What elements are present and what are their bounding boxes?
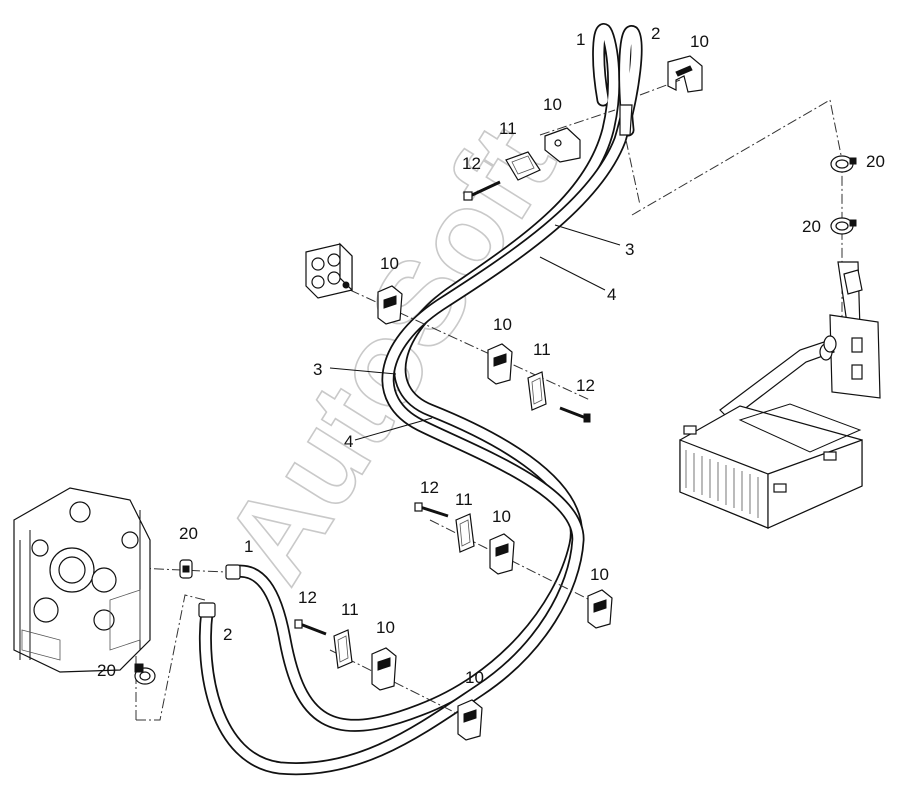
bolt-12-low: [414, 502, 449, 518]
bolt-12-bottom: [294, 619, 327, 636]
callout-pipe-3-left: 3: [313, 360, 322, 379]
callout-bracket-10-left: 10: [380, 254, 399, 273]
heater-unit: [679, 261, 881, 529]
callout-clamp-20-right-mid: 20: [802, 217, 821, 236]
hose-1-end: [225, 564, 241, 580]
bolt-12-upper: [463, 180, 501, 201]
callout-pad-11-low: 11: [455, 490, 473, 509]
callout-clamp-20-bottom: 20: [97, 661, 116, 680]
bracket-10-bottom: [371, 647, 397, 691]
callout-pipe-4-left: 4: [344, 432, 353, 451]
pad-11-bottom: [333, 629, 353, 669]
callout-pad-11-upper: 11: [499, 119, 517, 138]
callout-hose-1-top: 1: [576, 30, 585, 49]
bracket-10-low-right: [587, 589, 613, 629]
callout-clamp-20-right-top: 20: [866, 152, 885, 171]
hose-1: [225, 23, 621, 732]
clamp-20-engine: [179, 559, 193, 579]
bracket-10-top: [667, 55, 703, 93]
pad-11-upper: [505, 151, 541, 181]
callout-pad-11-mid: 11: [533, 340, 551, 359]
callout-bolt-12-upper: 12: [462, 154, 481, 173]
bracket-10-left: [377, 285, 403, 325]
callout-bracket-10-upper: 10: [543, 95, 562, 114]
callout-pipe-3-right: 3: [625, 240, 634, 259]
callouts: 1 2 10 10 11 12 20 20 3 4 10 10 11 12 3 …: [97, 24, 885, 687]
hose-2: [198, 25, 643, 776]
bracket-10-upper: [544, 127, 581, 163]
bracket-10-mid: [487, 343, 513, 385]
engine-block: [13, 487, 151, 673]
bolt-12-mid: [559, 406, 591, 423]
callout-bracket-10-bottom-right: 10: [465, 668, 484, 687]
bracket-10-bottom-right: [457, 699, 483, 741]
callout-hose-1-low: 1: [244, 537, 253, 556]
callout-bolt-12-mid: 12: [576, 376, 595, 395]
hose-top-sleeve: [619, 104, 633, 136]
callout-bracket-10-low: 10: [492, 507, 511, 526]
callout-bracket-10-mid: 10: [493, 315, 512, 334]
callout-hose-2-low: 2: [223, 625, 232, 644]
callout-pipe-4-right: 4: [607, 285, 616, 304]
bracket-10-low: [489, 533, 515, 575]
grommet-block: [305, 242, 353, 299]
callout-bracket-10-low-right: 10: [590, 565, 609, 584]
pad-11-mid: [527, 371, 547, 411]
leader-lines: [329, 224, 621, 441]
pad-11-low: [455, 513, 475, 553]
callout-bracket-10-top: 10: [690, 32, 709, 51]
hose-2-end: [198, 602, 216, 618]
clamp-20-right-top: [830, 155, 857, 173]
clamp-20-right-mid: [830, 217, 857, 235]
clamp-20-bottom: [134, 663, 156, 685]
callout-hose-2-top: 2: [651, 24, 660, 43]
callout-pad-11-bottom: 11: [341, 600, 359, 619]
callout-bracket-10-bottom: 10: [376, 618, 395, 637]
callout-clamp-20-engine: 20: [179, 524, 198, 543]
callout-bolt-12-bottom: 12: [298, 588, 317, 607]
callout-bolt-12-low: 12: [420, 478, 439, 497]
